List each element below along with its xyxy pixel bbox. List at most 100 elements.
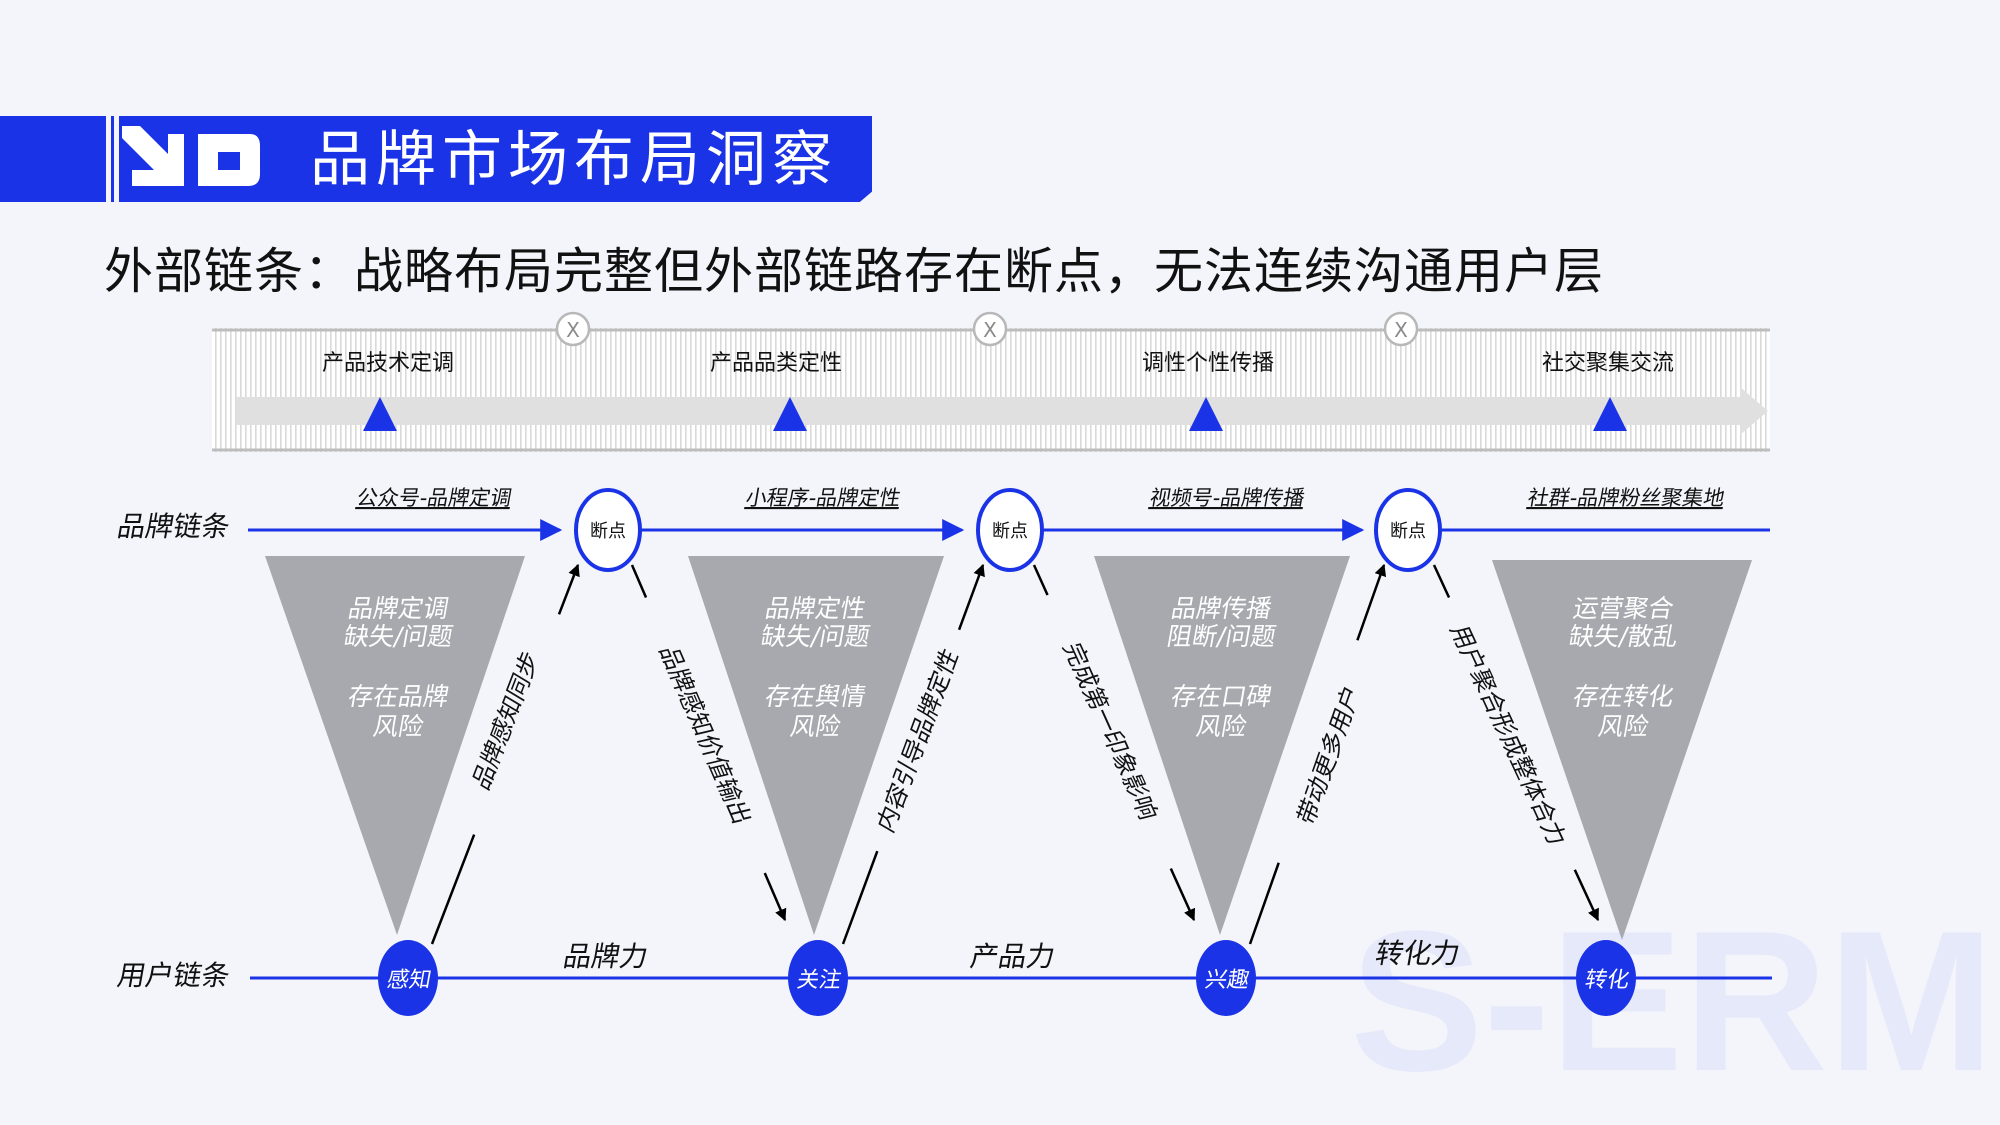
break-node: 断点: [574, 488, 642, 572]
channel-label: 社群-品牌粉丝聚集地: [1526, 485, 1727, 510]
edge-label-bg: [446, 603, 564, 837]
timeline-stage-label: 产品技术定调: [322, 351, 454, 376]
funnel-line-group: 存在品牌: [346, 682, 451, 711]
page-subtitle: 外部链条：战略布局完整但外部链路存在断点，无法连续沟通用户层: [104, 243, 1605, 300]
funnel-triangle: [1094, 556, 1350, 935]
funnel-text: 阻断/问题: [1165, 622, 1278, 651]
funnel-text: 存在舆情: [763, 682, 868, 711]
timeline-stage-label: 社交聚集交流: [1542, 351, 1674, 376]
funnel-triangle: [688, 556, 944, 935]
user-node-circle: [1196, 940, 1256, 1016]
user-node: 转化: [1576, 940, 1636, 1016]
break-mark-x: X: [566, 318, 580, 342]
channel-label: 视频号-品牌传播: [1148, 485, 1307, 510]
funnel-line-group: 缺失/问题: [759, 622, 872, 651]
channel-group: 视频号-品牌传播: [1148, 485, 1307, 510]
user-node-circle: [1576, 940, 1636, 1016]
timeline-stage-marker: [773, 397, 807, 431]
user-node: 兴趣: [1196, 940, 1256, 1016]
break-node: 断点: [976, 488, 1044, 572]
user-node-label: 转化: [1583, 967, 1632, 993]
funnel-line-group: 缺失/问题: [342, 622, 455, 651]
funnel-line-group: 存在转化: [1571, 682, 1676, 711]
user-node-circle: [788, 940, 848, 1016]
funnel-line-group: 运营聚合: [1571, 594, 1676, 623]
funnel-text: 品牌定调: [346, 594, 451, 623]
page-title: 品牌市场布局洞察: [310, 125, 838, 195]
funnel-text: 风险: [788, 712, 843, 741]
break-mark-x: X: [1394, 318, 1408, 342]
user-node-text-group: 兴趣: [1203, 967, 1252, 993]
funnel-line-group: 存在舆情: [763, 682, 868, 711]
break-mark-x: X: [983, 318, 997, 342]
timeline-arrow: [236, 387, 1768, 435]
break-circle: [972, 311, 1008, 347]
funnel-line-group: 风险: [1596, 712, 1651, 741]
brand-chain-label: 品牌链条: [115, 510, 233, 543]
brand-chain-label-group: 品牌链条: [115, 510, 233, 543]
timeline-break-mark: X: [972, 311, 1008, 347]
funnel-text: 运营聚合: [1571, 594, 1676, 623]
user-node: 关注: [788, 940, 848, 1016]
break-node-label: 断点: [1390, 521, 1426, 542]
break-node-circle: [574, 488, 642, 572]
funnel-line-group: 缺失/散乱: [1567, 622, 1680, 651]
funnel-text: 存在品牌: [346, 682, 451, 711]
user-chain-label: 用户链条: [115, 959, 233, 992]
edge-label-bg: [1033, 587, 1189, 875]
force-label: 转化力: [1373, 937, 1463, 970]
funnel-text: 缺失/问题: [759, 622, 872, 651]
channel-label: 小程序-品牌定性: [744, 485, 903, 510]
break-circle: [555, 311, 591, 347]
user-node-text-group: 转化: [1583, 967, 1632, 993]
timeline-break-mark: X: [1383, 311, 1419, 347]
funnel-line-group: 风险: [371, 712, 426, 741]
user-node-label: 感知: [385, 967, 434, 993]
funnel-text: 风险: [1596, 712, 1651, 741]
timeline-stage-label: 调性个性传播: [1142, 351, 1274, 376]
funnel-text: 存在转化: [1571, 682, 1676, 711]
break-node-label: 断点: [590, 521, 626, 542]
timeline-frame: [212, 328, 1770, 452]
funnel-text: 风险: [1194, 712, 1249, 741]
force-group: 转化力: [1373, 937, 1463, 970]
funnel-text: 品牌传播: [1169, 594, 1274, 623]
user-node-circle: [378, 940, 438, 1016]
funnel-line-group: 风险: [788, 712, 843, 741]
break-node: 断点: [1374, 488, 1442, 572]
edge-label-bg: [1430, 591, 1588, 879]
break-node-label: 断点: [992, 521, 1028, 542]
user-node-text-group: 感知: [385, 967, 434, 993]
funnel-triangle: [265, 556, 525, 935]
user-node-label: 兴趣: [1203, 967, 1252, 993]
edge-label-bg: [860, 623, 974, 857]
break-circle: [1383, 311, 1419, 347]
funnel-text: 品牌定性: [763, 594, 868, 623]
funnel-text: 风险: [371, 712, 426, 741]
funnel-text: 缺失/问题: [342, 622, 455, 651]
funnel-line-group: 阻断/问题: [1165, 622, 1278, 651]
timeline-band: [212, 328, 1770, 452]
channel-group: 小程序-品牌定性: [744, 485, 903, 510]
edge-label-bg: [1272, 638, 1384, 872]
break-node-circle: [976, 488, 1044, 572]
timeline-stage-marker: [1189, 397, 1223, 431]
funnel-triangle: [1492, 560, 1752, 940]
force-label: 品牌力: [561, 940, 651, 973]
funnel-line-group: 品牌定性: [763, 594, 868, 623]
user-node: 感知: [378, 940, 438, 1016]
watermark: S-ERM: [1350, 890, 1994, 1113]
user-chain-label-group: 用户链条: [115, 959, 233, 992]
channel-group: 公众号-品牌定调: [355, 485, 514, 510]
channel-label: 公众号-品牌定调: [355, 485, 514, 510]
force-label: 产品力: [968, 940, 1058, 973]
timeline-stage-marker: [363, 397, 397, 431]
timeline-break-mark: X: [555, 311, 591, 347]
funnel-text: 缺失/散乱: [1567, 622, 1680, 651]
funnel-line-group: 品牌定调: [346, 594, 451, 623]
